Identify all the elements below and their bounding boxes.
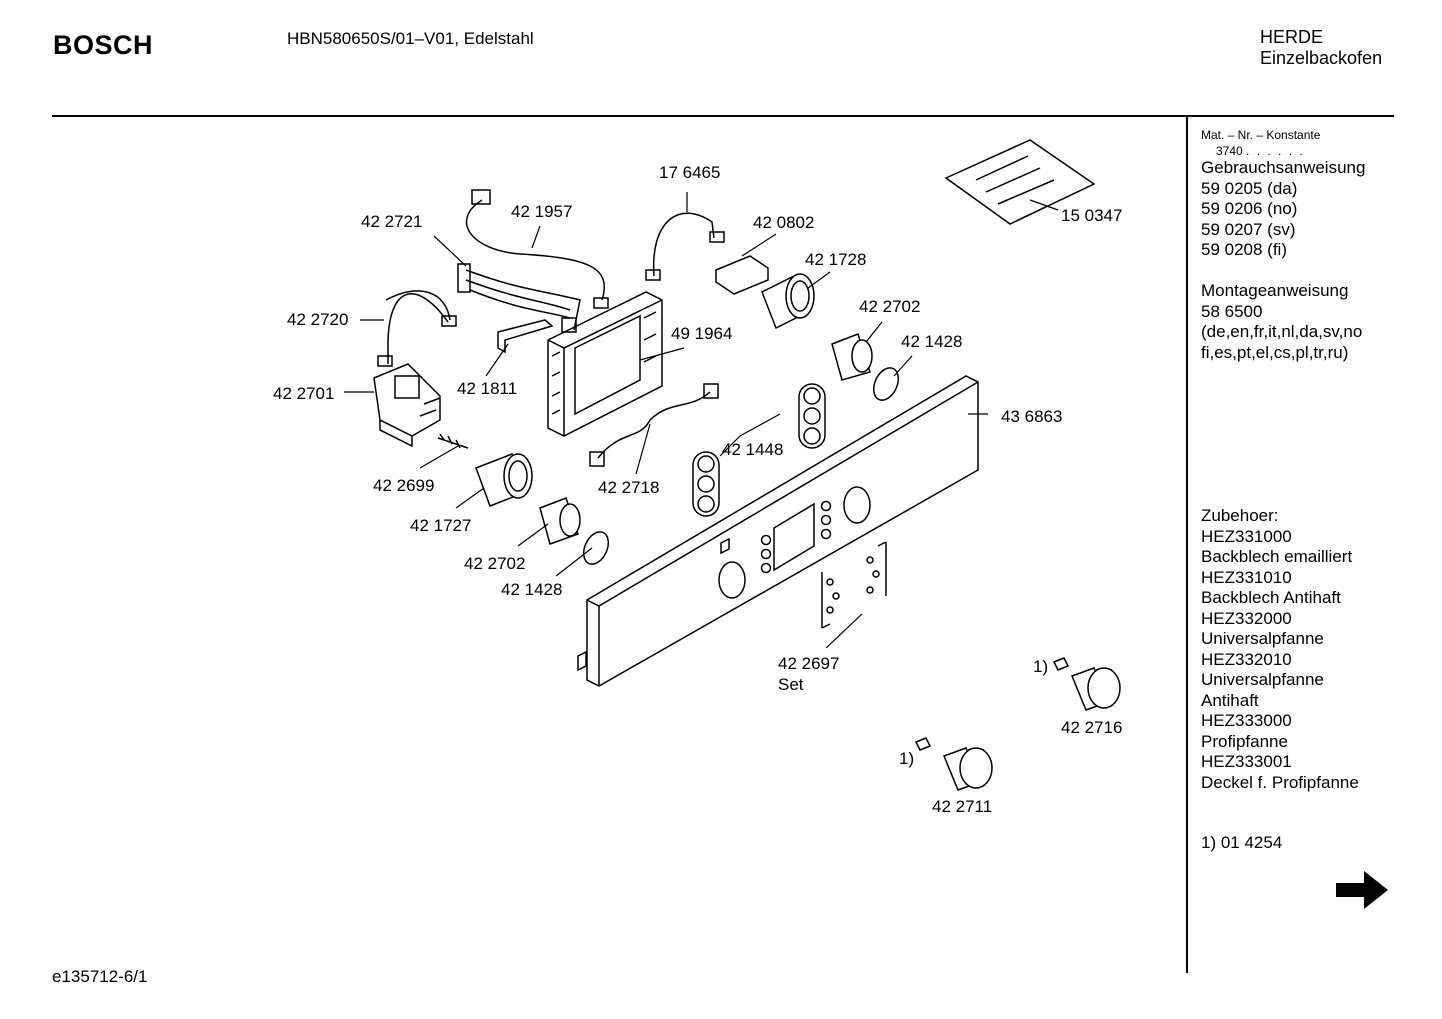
assembly-languages: (de,en,fr,it,nl,da,sv,no [1201,322,1363,341]
category-line-2: Einzelbackofen [1260,48,1383,68]
part-label-42-0802: 42 0802 [753,213,814,232]
cable-connector [709,231,725,243]
part-label-42-1811: 42 1811 [457,379,517,398]
accessory-item: Universalpfanne [1201,629,1324,648]
model-title: HBN580650S/01–V01, Edelstahl [287,29,534,48]
cable-connector [645,269,661,281]
arrow-right-icon[interactable] [1334,868,1390,917]
part-label-42-2718: 42 2718 [598,478,659,497]
manual-item: 59 0206 (no) [1201,199,1298,218]
cable-connector [703,383,719,399]
accessory-item: Antihaft [1201,690,1259,710]
part-label-42-1428: 42 1428 [901,332,962,351]
mat-nr-number: 3740 [1216,144,1243,158]
cable-42-2720 [387,293,449,364]
mat-nr-dots: . . . . . . [1246,144,1305,158]
accessory-item: Deckel f. Profipfanne [1201,772,1359,792]
manual-title: Gebrauchsanweisung [1201,158,1366,177]
manual-item: 59 0207 (sv) [1201,219,1296,239]
manual-item: 59 0208 (fi) [1201,240,1287,259]
accessory-item: HEZ332000 [1201,608,1292,628]
bracket-drawing [497,319,554,354]
shaft-drawing [437,433,469,449]
mat-nr-value: 3740 . . . . . . [1216,141,1305,162]
screw-bag-drawing [944,139,1096,225]
footnote-marker: 1) [1033,657,1048,676]
accessory-item: HEZ332010 [1201,649,1292,669]
knob-ring-drawing [475,273,815,507]
accessory-item: Profipfanne [1201,731,1288,751]
footnote-marker: 1) [899,749,914,768]
part-label-42-2697: 42 2697 [778,654,839,673]
part-label-42-1428-b: 42 1428 [501,580,562,599]
part-label-42-2721: 42 2721 [361,212,422,231]
header-divider [52,115,1394,117]
part-label-15-0347: 15 0347 [1061,206,1122,225]
switch-drawing [373,363,441,448]
accessories-title: Zubehoer: [1201,506,1279,525]
part-label-42-2701: 42 2701 [273,384,334,403]
assembly-number: 58 6500 [1201,301,1263,321]
ring-drawing [872,367,900,401]
brand-logo: BOSCH [53,30,154,60]
part-label-42-1727: 42 1727 [410,516,471,535]
screw-set-drawing [821,541,887,629]
accessory-item: HEZ331010 [1201,567,1292,587]
accessory-item: HEZ331000 [1201,526,1292,546]
cable-42-2718 [597,391,711,459]
assembly-title: Montageanweisung [1201,281,1349,300]
cable-connector [457,263,471,293]
part-label-42-2702-b: 42 2702 [464,554,525,573]
cable-connector [377,355,393,367]
cable-connector [593,297,609,309]
control-panel-drawing [577,375,979,687]
cable-connector [441,315,457,327]
accessories-section: Zubehoer: HEZ331000 Backblech emailliert… [1201,506,1359,793]
document-code: e135712-6/1 [52,967,148,986]
exploded-parts-diagram: 17 6465 42 2721 42 1957 42 0802 15 0347 … [273,139,1122,816]
accessory-item: Backblech Antihaft [1201,588,1341,607]
ring-drawing [582,531,610,565]
cable-17-6465 [652,212,715,277]
footnote: 1) 01 4254 [1201,833,1283,852]
assembly-languages: fi,es,pt,el,cs,pl,tr,ru) [1201,342,1349,362]
accessory-item: HEZ333000 [1201,711,1292,730]
manual-item: 59 0205 (da) [1201,178,1298,198]
part-label-42-1448: 42 1448 [722,440,783,459]
leader-lines [344,192,1059,649]
accessory-item: Universalpfanne [1201,670,1324,689]
ribbon-cable-42-2721 [465,269,581,331]
part-label-42-2699: 42 2699 [373,476,434,495]
connector-drawing [715,255,769,295]
part-label-49-1964: 49 1964 [671,324,732,343]
knob-drawing [914,657,1121,791]
knob-bezel-drawing [692,383,826,517]
part-label-42-1728: 42 1728 [805,250,866,269]
part-label-42-2720: 42 2720 [287,310,348,329]
cable-42-1957 [465,199,606,301]
part-label-42-1957: 42 1957 [511,202,572,221]
part-label-42-2711: 42 2711 [932,797,992,816]
cable-connector [589,451,605,467]
part-label-17-6465: 17 6465 [659,163,720,182]
part-label-42-2716: 42 2716 [1061,718,1122,737]
electronics-module-drawing [547,291,663,437]
manual-section: Gebrauchsanweisung 59 0205 (da) 59 0206 … [1201,158,1365,261]
cable-42-2720-b [385,290,451,321]
mat-nr-header: Mat. – Nr. – Konstante [1201,128,1321,142]
sidebar-divider [1186,117,1188,973]
cable-connector [471,189,491,205]
part-label-42-2702: 42 2702 [859,297,920,316]
category-line-1: HERDE [1260,27,1324,47]
assembly-section: Montageanweisung 58 6500 (de,en,fr,it,nl… [1201,281,1362,363]
accessory-item: Backblech emailliert [1201,547,1353,566]
accessory-item: HEZ333001 [1201,752,1292,771]
part-label-set: Set [778,675,804,694]
bushing-drawing [539,333,873,545]
cable-connector [561,317,577,333]
part-label-43-6863: 43 6863 [1001,407,1062,426]
